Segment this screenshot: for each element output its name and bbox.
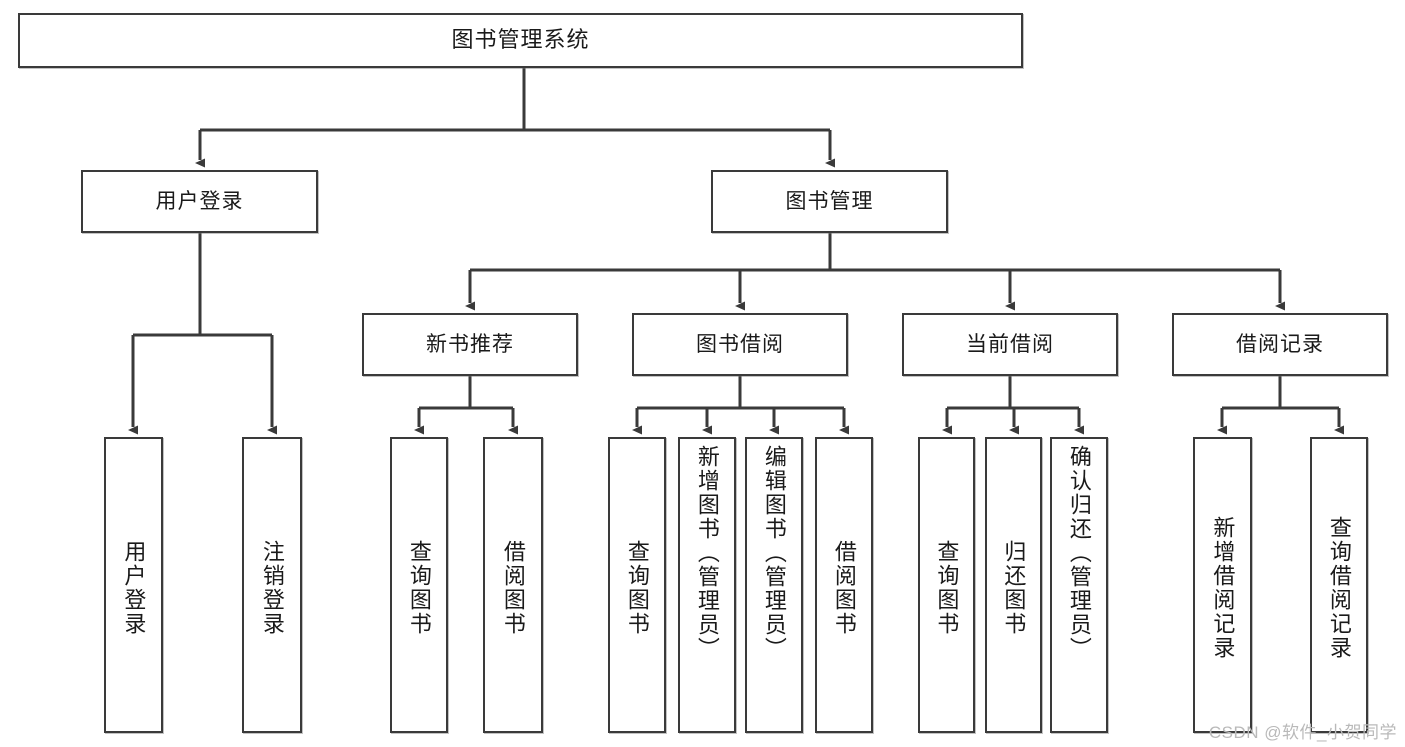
node-leaf-user-login[interactable]: 用户登录 [104, 437, 163, 733]
node-book-borrow-label: 图书借阅 [696, 332, 784, 356]
node-leaf-edit-book[interactable]: 编辑图书（管理员） [745, 437, 803, 733]
node-leaf-add-book[interactable]: 新增图书（管理员） [678, 437, 736, 733]
node-leaf-return-book-label: 归还图书 [1001, 540, 1027, 636]
node-user-login-label: 用户登录 [155, 189, 244, 213]
node-root[interactable]: 图书管理系统 [18, 13, 1023, 68]
node-leaf-confirm-return-label: 确认归还（管理员） [1066, 445, 1092, 661]
node-leaf-add-record-label: 新增借阅记录 [1210, 516, 1236, 660]
node-leaf-borrow-book-1-label: 借阅图书 [500, 540, 526, 636]
node-current-borrow-label: 当前借阅 [966, 332, 1054, 356]
node-borrow-record-label: 借阅记录 [1236, 332, 1324, 356]
node-leaf-borrow-book-2[interactable]: 借阅图书 [815, 437, 873, 733]
node-new-book-recommend[interactable]: 新书推荐 [362, 313, 578, 376]
node-book-manage[interactable]: 图书管理 [711, 170, 948, 233]
node-leaf-logout-label: 注销登录 [259, 540, 285, 636]
node-leaf-query-book-1-label: 查询图书 [406, 540, 432, 636]
node-leaf-query-book-2-label: 查询图书 [624, 540, 650, 636]
node-leaf-query-book-2[interactable]: 查询图书 [608, 437, 666, 733]
node-leaf-user-login-label: 用户登录 [121, 540, 147, 636]
node-leaf-query-record[interactable]: 查询借阅记录 [1310, 437, 1368, 733]
node-root-label: 图书管理系统 [451, 27, 590, 53]
node-leaf-query-book-1[interactable]: 查询图书 [390, 437, 448, 733]
node-borrow-record[interactable]: 借阅记录 [1172, 313, 1388, 376]
node-leaf-return-book[interactable]: 归还图书 [985, 437, 1042, 733]
node-leaf-borrow-book-1[interactable]: 借阅图书 [483, 437, 543, 733]
node-leaf-query-record-label: 查询借阅记录 [1326, 516, 1352, 660]
node-leaf-query-book-3-label: 查询图书 [934, 540, 960, 636]
node-current-borrow[interactable]: 当前借阅 [902, 313, 1118, 376]
node-leaf-query-book-3[interactable]: 查询图书 [918, 437, 975, 733]
node-book-borrow[interactable]: 图书借阅 [632, 313, 848, 376]
node-leaf-add-record[interactable]: 新增借阅记录 [1193, 437, 1252, 733]
node-leaf-add-book-label: 新增图书（管理员） [694, 445, 720, 661]
node-leaf-confirm-return[interactable]: 确认归还（管理员） [1050, 437, 1108, 733]
node-book-manage-label: 图书管理 [785, 189, 874, 213]
node-leaf-edit-book-label: 编辑图书（管理员） [761, 445, 787, 661]
node-new-book-recommend-label: 新书推荐 [426, 332, 514, 356]
watermark: CSDN @软件_小贺同学 [1208, 723, 1397, 742]
node-user-login[interactable]: 用户登录 [81, 170, 318, 233]
node-leaf-borrow-book-2-label: 借阅图书 [831, 540, 857, 636]
node-leaf-logout[interactable]: 注销登录 [242, 437, 302, 733]
